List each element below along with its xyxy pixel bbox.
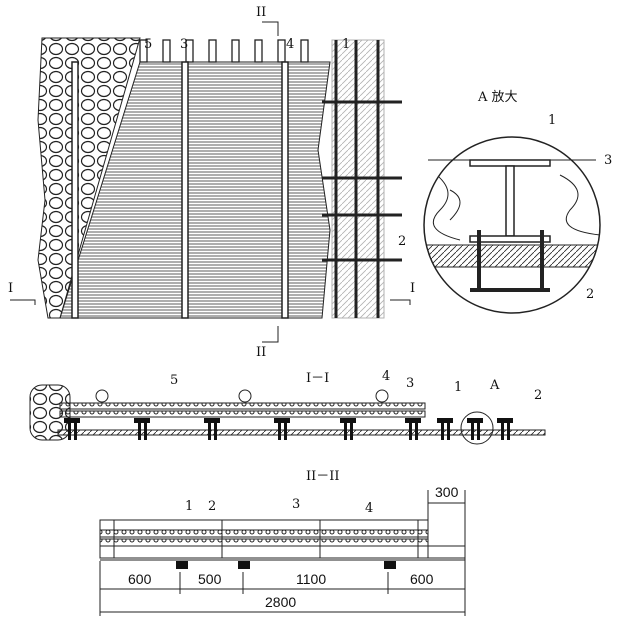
steel-beams: [71, 61, 289, 319]
detail-label-3: 3: [604, 153, 612, 168]
dim-500: 500: [198, 571, 222, 587]
section-i-label-a: A: [489, 378, 500, 393]
dim-300: 300: [435, 484, 459, 500]
section-ii-ii: [99, 490, 466, 616]
section-ii-label-2: 2: [208, 499, 216, 514]
section-ii-label-4: 4: [365, 501, 373, 516]
section-i-label-5: 5: [170, 373, 178, 388]
section-mark-ii-top: II: [256, 5, 266, 20]
dim-600-left: 600: [128, 571, 152, 587]
section-ii-title: II－II: [306, 469, 340, 484]
section-ii-label-1: 1: [185, 499, 193, 514]
section-i-label-3: 3: [406, 376, 414, 391]
label-1: 1: [342, 37, 350, 52]
lagging-planks: [59, 61, 331, 319]
section-i-label-2: 2: [534, 388, 542, 403]
label-4: 4: [286, 37, 294, 52]
section-ii-label-3: 3: [292, 497, 300, 512]
section-i-i: I－I 5 4 3 1 A 2: [29, 369, 546, 445]
section-cut-lines: [10, 21, 411, 343]
label-2: 2: [398, 234, 406, 249]
section-mark-i-left: I: [8, 281, 13, 296]
dim-1100: 1100: [296, 571, 326, 587]
section-i-label-1: 1: [454, 380, 462, 395]
detail-label-2: 2: [586, 287, 594, 302]
section-i-title: I－I: [306, 371, 329, 386]
rubble-stone-wall: [37, 37, 141, 319]
dim-600-right: 600: [410, 571, 434, 587]
support-posts: [64, 418, 513, 440]
round-logs: [95, 389, 389, 403]
label-3: 3: [180, 37, 188, 52]
plan-view: 5 3 4 1 2 II II I I: [8, 5, 415, 360]
detail-label-1: 1: [548, 113, 556, 128]
detail-a-title: A 放大: [477, 90, 518, 105]
top-post-stubs: [139, 39, 309, 63]
section-mark-i-right: I: [410, 281, 415, 296]
dim-2800: 2800: [265, 594, 296, 610]
section-i-label-4: 4: [382, 369, 390, 384]
ladder-rails: [322, 39, 402, 319]
label-5: 5: [144, 37, 152, 52]
detail-a: A 放大 1 3 2: [423, 90, 612, 314]
section-mark-ii-bottom: II: [256, 345, 266, 360]
